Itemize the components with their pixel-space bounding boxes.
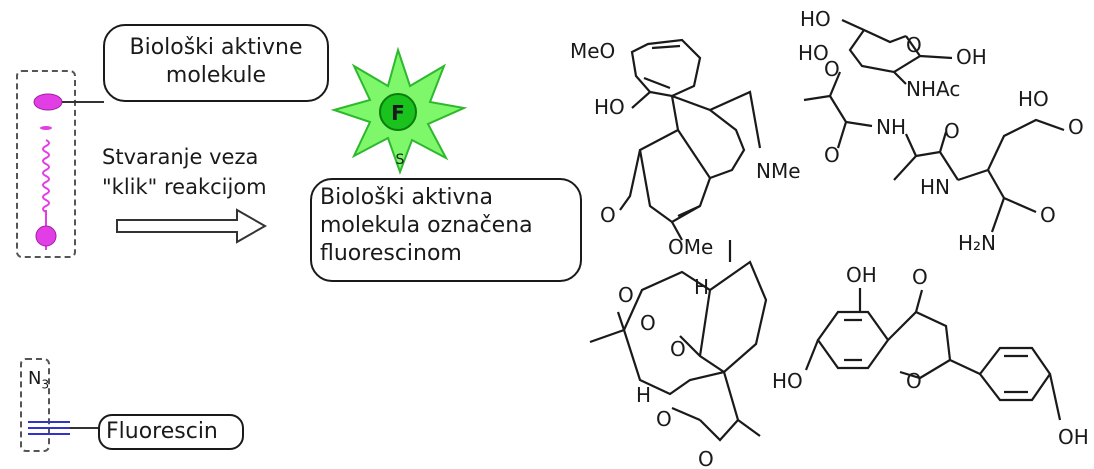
m2-o-c2: O bbox=[944, 119, 960, 143]
azide-label: N3 bbox=[28, 366, 49, 398]
m2-ho-acid: HO bbox=[1018, 87, 1049, 111]
molecule-4: OH O HO O OH bbox=[772, 263, 1089, 449]
m2-o-c1: O bbox=[824, 143, 840, 167]
chemical-structures: MeO HO NMe O OMe HO O HO O OH NHAc NH O … bbox=[570, 7, 1089, 469]
reaction-label-line2: "klik" reakcijom bbox=[102, 175, 267, 199]
m1-ome: OMe bbox=[668, 235, 713, 259]
fluor-label: Fluorescin bbox=[106, 419, 218, 444]
reaction-label-line1: Stvaranje veza bbox=[102, 145, 259, 169]
m3-o1: O bbox=[618, 283, 634, 307]
star-letter: F bbox=[391, 101, 405, 125]
bubble-top-line2: molekule bbox=[165, 63, 267, 88]
m2-hn: HN bbox=[920, 175, 950, 199]
m4-o-ket: O bbox=[912, 265, 928, 289]
magenta-ball-bottom bbox=[35, 225, 57, 247]
alkyne-triple-bond-icon bbox=[28, 421, 104, 435]
m4-o-ring: O bbox=[906, 369, 922, 393]
m4-ho: HO bbox=[772, 369, 803, 393]
m3-h2: H bbox=[636, 383, 651, 407]
m3-o2: O bbox=[640, 311, 656, 335]
m2-oh: OH bbox=[956, 45, 987, 69]
m1-o: O bbox=[600, 203, 616, 227]
m3-o3: O bbox=[670, 337, 686, 361]
arrow-right-icon bbox=[116, 208, 268, 244]
bioactive-linker-box bbox=[16, 70, 76, 258]
m1-meo: MeO bbox=[570, 39, 615, 63]
m2-ho-top: HO bbox=[800, 7, 831, 31]
m2-nh1: NH bbox=[876, 115, 906, 139]
bubble-fluorescein: Fluorescin bbox=[98, 414, 244, 450]
molecule-1: MeO HO NMe O OMe bbox=[570, 38, 801, 259]
molecule-2: HO O HO O OH NHAc NH O O HN HO O O H₂N bbox=[798, 7, 1084, 255]
bubble-result-line1: Biološki aktivna bbox=[320, 185, 493, 210]
m3-o5: O bbox=[698, 447, 714, 469]
m1-ho: HO bbox=[594, 95, 625, 119]
magenta-oval-top bbox=[33, 93, 63, 111]
m2-h2n: H₂N bbox=[958, 231, 996, 255]
wavy-linker bbox=[42, 139, 50, 213]
m2-o-acid: O bbox=[1068, 115, 1084, 139]
bubble-labeled-molecule: Biološki aktivna molekula označena fluor… bbox=[310, 178, 582, 282]
m4-oh-right: OH bbox=[1058, 425, 1089, 449]
star-link: S bbox=[396, 152, 405, 168]
m2-nhac: NHAc bbox=[906, 77, 960, 101]
bubble-result-line3: fluorescinom bbox=[320, 241, 462, 266]
azide-n: N bbox=[28, 368, 42, 389]
m2-o-amide: O bbox=[1040, 203, 1056, 227]
magenta-dash bbox=[40, 126, 52, 130]
fluorescent-star-icon: F S bbox=[330, 46, 468, 175]
bubble-top-line1: Biološki aktivne bbox=[129, 35, 303, 60]
linker-diagram bbox=[33, 93, 104, 250]
m2-ho2: HO bbox=[798, 41, 829, 65]
star-ball bbox=[379, 93, 417, 131]
m4-oh-top: OH bbox=[846, 263, 877, 287]
azide-alkyne-box bbox=[20, 358, 50, 452]
azide-sub: 3 bbox=[41, 377, 50, 392]
bubble-bioactive-molecules: Biološki aktivne molekule bbox=[103, 24, 329, 102]
m2-o-link: O bbox=[824, 57, 840, 81]
m3-o4: O bbox=[656, 407, 672, 431]
m1-nme: NMe bbox=[756, 159, 801, 183]
bubble-result-line2: molekula označena bbox=[320, 213, 533, 238]
molecule-3: H O O O H O O bbox=[589, 240, 768, 469]
